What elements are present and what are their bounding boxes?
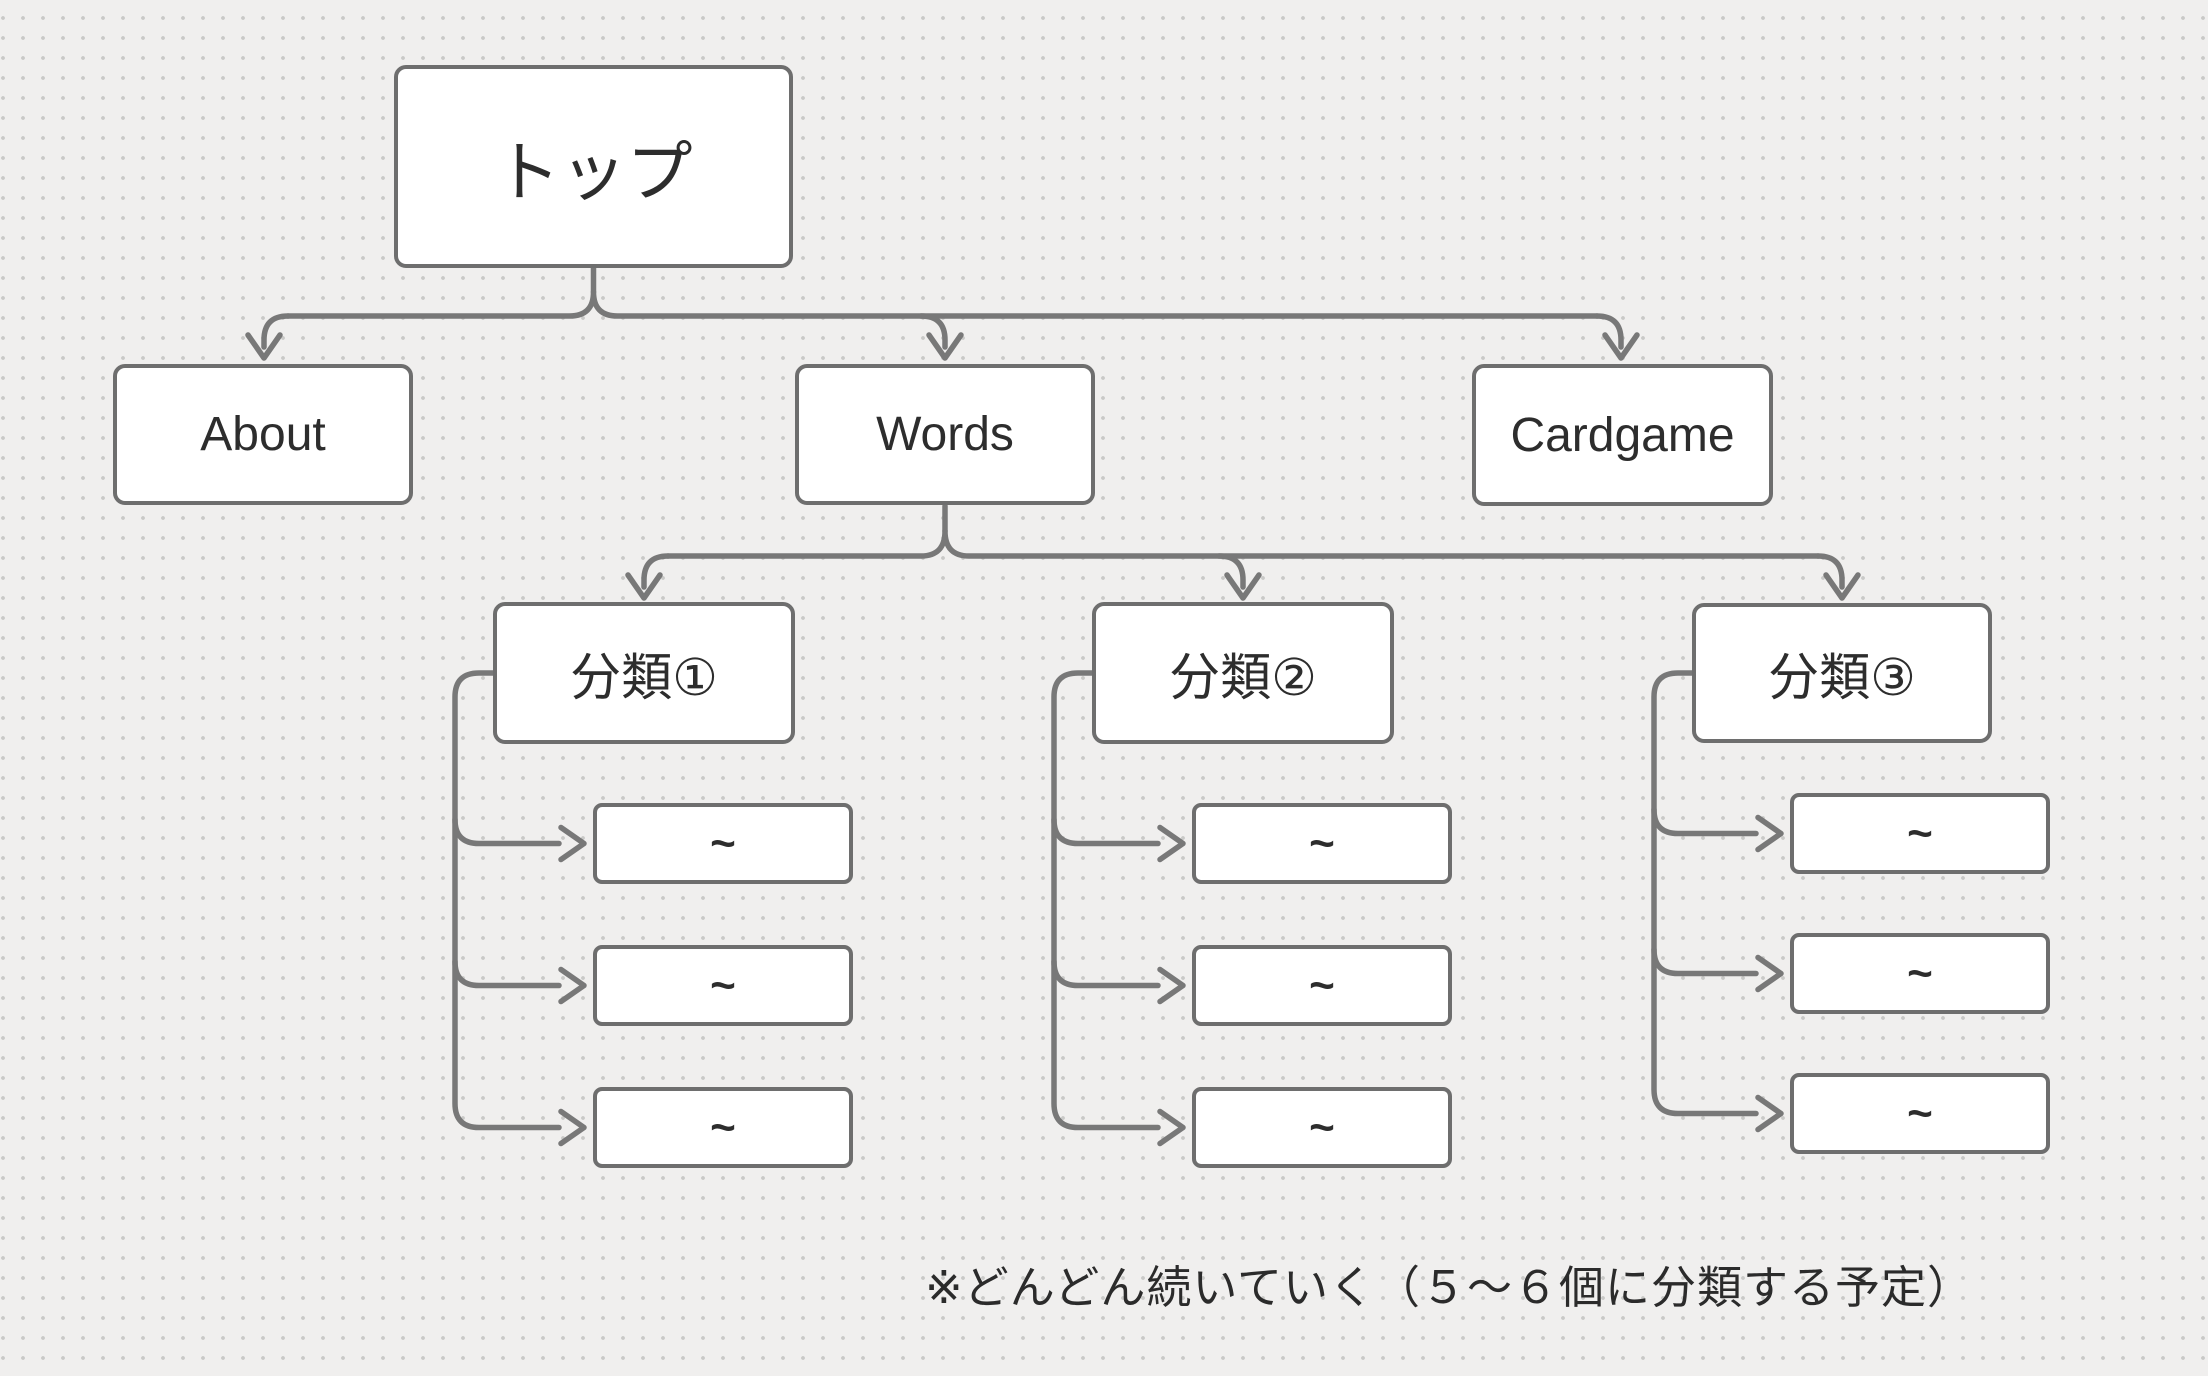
edge-category3-items [1651, 670, 1784, 1133]
arrowhead-icon [1157, 824, 1186, 863]
node-category1[interactable]: 分類① [493, 602, 795, 744]
node-category1-item1[interactable]: ~ [593, 803, 853, 884]
node-category2-item1[interactable]: ~ [1192, 803, 1452, 884]
arrowhead-icon [1823, 572, 1861, 601]
arrowhead-icon [558, 966, 587, 1005]
arrowhead-icon [558, 824, 587, 863]
edge-words-children [625, 503, 1861, 601]
arrowhead-icon [1602, 332, 1640, 361]
arrowhead-icon [926, 332, 964, 361]
arrowhead-icon [1755, 954, 1784, 993]
node-category1-item2[interactable]: ~ [593, 945, 853, 1026]
node-cardgame[interactable]: Cardgame [1472, 364, 1773, 506]
node-category3[interactable]: 分類③ [1692, 603, 1992, 743]
edge-category1-items [452, 670, 587, 1147]
node-category2-item2[interactable]: ~ [1192, 945, 1452, 1026]
arrowhead-icon [1755, 814, 1784, 853]
edge-category2-items [1051, 670, 1186, 1147]
edge-top-children [245, 265, 1640, 361]
arrowhead-icon [245, 332, 283, 361]
arrowhead-icon [625, 572, 663, 601]
node-category3-item1[interactable]: ~ [1790, 793, 2050, 874]
arrowhead-icon [558, 1108, 587, 1147]
arrowhead-icon [1224, 572, 1262, 601]
node-top[interactable]: トップ [394, 65, 793, 268]
node-category2[interactable]: 分類② [1092, 602, 1394, 744]
node-category2-item3[interactable]: ~ [1192, 1087, 1452, 1168]
arrowhead-icon [1755, 1094, 1784, 1133]
node-words[interactable]: Words [795, 364, 1095, 505]
annotation-note: ※どんどん続いていく（５～６個に分類する予定） [925, 1261, 1974, 1313]
node-category3-item3[interactable]: ~ [1790, 1073, 2050, 1154]
node-category1-item3[interactable]: ~ [593, 1087, 853, 1168]
arrowhead-icon [1157, 966, 1186, 1005]
node-about[interactable]: About [113, 364, 413, 505]
arrowhead-icon [1157, 1108, 1186, 1147]
node-category3-item2[interactable]: ~ [1790, 933, 2050, 1014]
